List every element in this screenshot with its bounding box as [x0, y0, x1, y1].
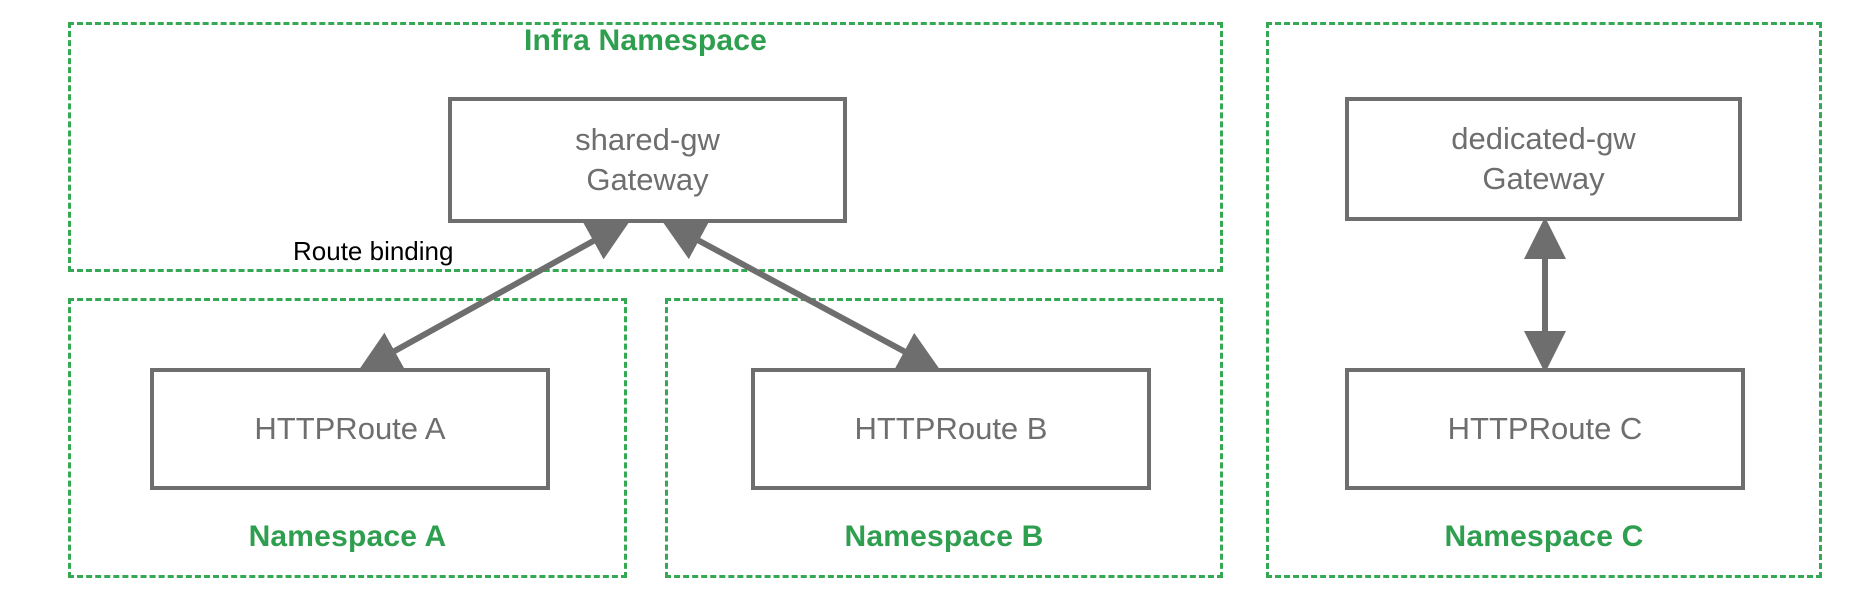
node-httproute-c[interactable]: HTTPRoute C [1345, 368, 1745, 490]
node-httproute-a[interactable]: HTTPRoute A [150, 368, 550, 490]
node-dedicated-gw-name: dedicated-gw [1451, 121, 1636, 157]
edge-label-route-binding: Route binding [293, 236, 454, 266]
namespace-label-c: Namespace C [1444, 520, 1644, 553]
node-dedicated-gw[interactable]: dedicated-gw Gateway [1345, 97, 1742, 221]
node-shared-gw[interactable]: shared-gw Gateway [448, 97, 847, 223]
namespace-box-b [665, 298, 1223, 578]
node-shared-gw-kind: Gateway [586, 162, 709, 197]
namespace-label-infra: Infra Namespace [523, 24, 768, 57]
namespace-box-a [68, 298, 627, 578]
node-httproute-b[interactable]: HTTPRoute B [751, 368, 1151, 490]
node-httproute-c-label: HTTPRoute C [1447, 411, 1643, 447]
namespace-label-b: Namespace B [844, 520, 1044, 553]
node-httproute-a-label: HTTPRoute A [254, 411, 446, 447]
namespace-box-infra [68, 22, 1223, 272]
node-httproute-b-label: HTTPRoute B [854, 411, 1048, 447]
node-shared-gw-name: shared-gw [575, 122, 720, 158]
node-dedicated-gw-kind: Gateway [1482, 161, 1605, 196]
namespace-box-c [1266, 22, 1822, 578]
namespace-label-a: Namespace A [248, 520, 447, 553]
